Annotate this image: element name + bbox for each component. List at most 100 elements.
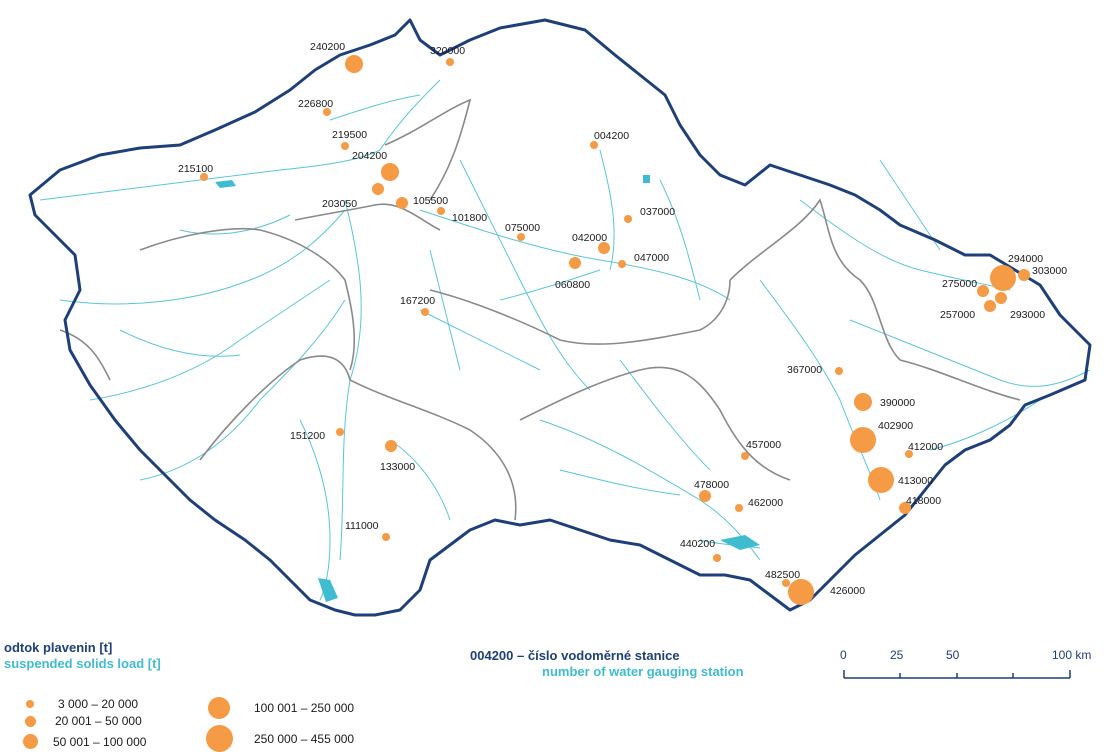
- station-label-133000: 133000: [380, 461, 415, 473]
- legend-station-line: 004200 – číslo vodoměrné stanice: [470, 648, 744, 664]
- station-marker-418000: [899, 502, 911, 514]
- legend-title-cz: odtok plavenin [t]: [4, 640, 113, 655]
- station-label-412000: 412000: [908, 441, 943, 453]
- legend-class-5: 250 000 – 455 000: [206, 725, 354, 752]
- regional-boundaries: [59, 98, 1021, 521]
- legend-dot-icon: [206, 725, 233, 752]
- station-label-482500: 482500: [765, 569, 800, 581]
- station-marker-275000: [977, 285, 989, 297]
- legend-load: odtok plavenin [t] suspended solids load…: [4, 640, 161, 672]
- station-marker-440200: [713, 554, 721, 562]
- station-label-167200: 167200: [400, 295, 435, 307]
- legend-station: 004200 – číslo vodoměrné stanice number …: [470, 648, 744, 680]
- scale-tick-25: 25: [890, 648, 904, 662]
- station-marker-457000: [741, 452, 749, 460]
- legend-class-label: 100 001 – 250 000: [254, 701, 355, 715]
- station-label-390000: 390000: [880, 397, 915, 409]
- legend-class-3: 50 001 – 100 000: [23, 734, 146, 749]
- station-marker-203050: [372, 183, 384, 195]
- station-marker-293000: [995, 292, 1007, 304]
- reservoirs: [215, 175, 760, 602]
- station-label-075000: 075000: [505, 222, 540, 234]
- station-label-440200: 440200: [680, 538, 715, 550]
- station-label-402900: 402900: [878, 420, 913, 432]
- station-marker-219500: [341, 142, 349, 150]
- station-marker-037000: [624, 215, 632, 223]
- station-marker-462000: [735, 504, 743, 512]
- station-label-457000: 457000: [746, 439, 781, 451]
- station-marker-320000: [446, 58, 454, 66]
- station-marker-101800: [437, 207, 445, 215]
- legend-class-label: 250 000 – 455 000: [254, 731, 355, 746]
- station-marker-042000: [598, 242, 610, 254]
- station-label-320000: 320000: [430, 45, 465, 57]
- station-marker-390000: [854, 393, 872, 411]
- legend-dot-icon: [25, 715, 36, 727]
- station-label-418000: 418000: [906, 495, 941, 507]
- station-marker-151200: [336, 428, 344, 436]
- station-marker-478000: [699, 490, 711, 502]
- station-label-226800: 226800: [298, 98, 333, 110]
- scale-tick-50: 50: [946, 648, 960, 662]
- station-marker-240200: [345, 55, 363, 73]
- river-network: [39, 79, 1091, 601]
- station-label-294000: 294000: [1008, 253, 1043, 265]
- station-marker-215100: [200, 173, 208, 181]
- station-label-101800: 101800: [452, 212, 487, 224]
- station-label-257000: 257000: [940, 309, 975, 321]
- station-label-478000: 478000: [694, 479, 729, 491]
- station-marker-426000: [788, 579, 814, 605]
- station-label-367000: 367000: [787, 364, 822, 376]
- legend-title-en: suspended solids load [t]: [4, 656, 161, 671]
- legend-station-example: 004200: [470, 648, 514, 663]
- legend-class-4: 100 001 – 250 000: [208, 697, 354, 719]
- station-label-303000: 303000: [1032, 265, 1067, 277]
- country-border: [28, 18, 1092, 617]
- station-marker-482500: [782, 579, 790, 587]
- station-marker-004200: [590, 141, 598, 149]
- station-marker-047000: [618, 260, 626, 268]
- station-label-293000: 293000: [1010, 309, 1045, 321]
- station-marker-060800: [569, 257, 581, 269]
- station-label-037000: 037000: [640, 206, 675, 218]
- legend-class-label: 20 001 – 50 000: [55, 714, 142, 728]
- station-marker-075000: [517, 233, 525, 241]
- station-label-215100: 215100: [178, 163, 213, 175]
- station-label-004200: 004200: [594, 130, 629, 142]
- station-marker-111000: [382, 533, 390, 541]
- station-label-151200: 151200: [290, 430, 325, 442]
- station-label-105500: 105500: [413, 195, 448, 207]
- scale-tick-0: 0: [840, 648, 847, 662]
- station-marker-303000: [1018, 269, 1030, 281]
- station-label-047000: 047000: [634, 252, 669, 264]
- station-marker-133000: [385, 440, 397, 452]
- station-label-426000: 426000: [830, 585, 865, 597]
- station-marker-167200: [421, 308, 429, 316]
- legend-class-2: 20 001 – 50 000: [25, 714, 142, 728]
- legend-dot-icon: [208, 697, 230, 719]
- station-marker-367000: [835, 367, 843, 375]
- station-label-060800: 060800: [555, 279, 590, 291]
- legend-class-label: 50 001 – 100 000: [53, 734, 147, 749]
- legend-station-desc-en: number of water gauging station: [542, 664, 744, 679]
- station-marker-226800: [323, 108, 331, 116]
- station-label-203050: 203050: [322, 198, 357, 210]
- station-label-042000: 042000: [572, 232, 607, 244]
- station-marker-105500: [396, 197, 408, 209]
- station-marker-257000: [984, 300, 996, 312]
- station-marker-413000: [868, 467, 894, 493]
- station-marker-294000: [990, 265, 1016, 291]
- station-label-275000: 275000: [942, 278, 977, 290]
- station-marker-402900: [850, 427, 876, 453]
- station-label-204200: 204200: [352, 150, 387, 162]
- legend-dot-icon: [26, 700, 34, 708]
- legend-class-1: 3 000 – 20 000: [26, 697, 138, 711]
- station-marker-204200: [381, 163, 399, 181]
- legend-dot-icon: [23, 734, 38, 749]
- station-label-462000: 462000: [748, 497, 783, 509]
- scale-tick-100: 100 km: [1052, 648, 1092, 662]
- station-label-240200: 240200: [310, 41, 345, 53]
- station-label-111000: 111000: [345, 520, 379, 532]
